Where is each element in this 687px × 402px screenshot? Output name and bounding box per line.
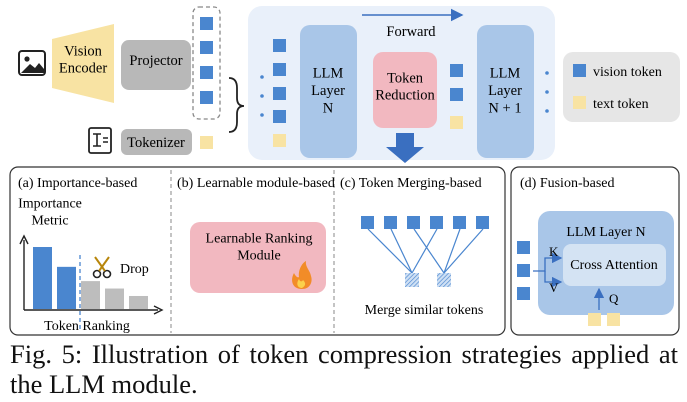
drop-label: Drop [120, 262, 149, 277]
vision-token [476, 216, 489, 229]
dropped-token-bar [105, 288, 124, 309]
kv-arrows [533, 252, 563, 288]
cross-attention-block [563, 244, 666, 286]
legend: vision token text token [563, 52, 680, 122]
fusion-text-tokens [588, 313, 620, 326]
vision-token [273, 39, 286, 52]
vision-token [430, 216, 443, 229]
importance-bars [33, 247, 148, 309]
q-label: Q [609, 291, 619, 306]
reduced-tokens [450, 64, 463, 129]
tokens-before-merge [361, 216, 489, 229]
text-token [200, 136, 213, 149]
token-ranking-label: Token Ranking [44, 319, 130, 334]
projector-label: Projector [129, 53, 182, 69]
vision-token [200, 66, 213, 79]
vision-token [407, 216, 420, 229]
document-icon [88, 127, 112, 154]
panel-a-title: (a) Importance-based [18, 176, 137, 191]
panel-b-title: (b) Learnable module-based [177, 176, 335, 191]
cross-attention-label: Cross Attention [570, 258, 658, 273]
vision-token [200, 91, 213, 104]
text-token [450, 116, 463, 129]
ellipsis-dots [545, 71, 549, 113]
legend-text-label: text token [593, 97, 649, 112]
vision-token [200, 41, 213, 54]
layer-n-input-tokens [260, 39, 286, 147]
vision-token [273, 110, 286, 123]
vision-token [517, 287, 530, 300]
vision-token [517, 241, 530, 254]
vision-token [453, 216, 466, 229]
v-label: V [549, 280, 559, 295]
panel-c-title: (c) Token Merging-based [340, 176, 482, 191]
scissors-icon [92, 256, 112, 279]
projector-block: Projector [121, 40, 191, 90]
merged-token [405, 273, 419, 287]
merge-caption: Merge similar tokens [365, 303, 484, 318]
tokenizer-block: Tokenizer [121, 129, 192, 155]
dropped-token-bar [81, 281, 100, 309]
fusion-vision-tokens [517, 241, 530, 300]
figure-caption: Fig. 5: Illustration of token compressio… [10, 339, 678, 399]
text-token [588, 313, 601, 326]
text-token [273, 134, 286, 147]
image-icon [18, 50, 46, 76]
legend-text-swatch [573, 96, 586, 109]
tokenizer-label: Tokenizer [127, 135, 185, 151]
down-arrow [386, 133, 424, 163]
strategies-panel-abc [9, 166, 506, 336]
vision-token [450, 64, 463, 77]
fire-icon [292, 261, 312, 289]
merged-token [437, 273, 451, 287]
brace [228, 77, 245, 133]
vision-token [273, 63, 286, 76]
legend-vision-swatch [573, 64, 586, 77]
importance-axes [19, 234, 164, 315]
kept-token-bar [33, 247, 52, 309]
vision-token [517, 264, 530, 277]
projected-vision-tokens [192, 6, 221, 120]
legend-vision-label: vision token [593, 65, 662, 80]
vision-token [384, 216, 397, 229]
vision-token [361, 216, 374, 229]
vision-token [450, 88, 463, 101]
panel-d-title: (d) Fusion-based [520, 176, 615, 191]
merged-tokens [405, 273, 451, 287]
vision-token [200, 17, 213, 30]
forward-label: Forward [386, 24, 436, 40]
merge-lines [367, 228, 484, 274]
vision-token [273, 87, 286, 100]
dropped-token-bar [129, 295, 148, 309]
fusion-layer-label: LLM Layer N [566, 225, 645, 240]
kept-token-bar [57, 266, 76, 309]
strategies-panel-d [510, 166, 680, 336]
k-label: K [549, 244, 559, 259]
text-token [607, 313, 620, 326]
